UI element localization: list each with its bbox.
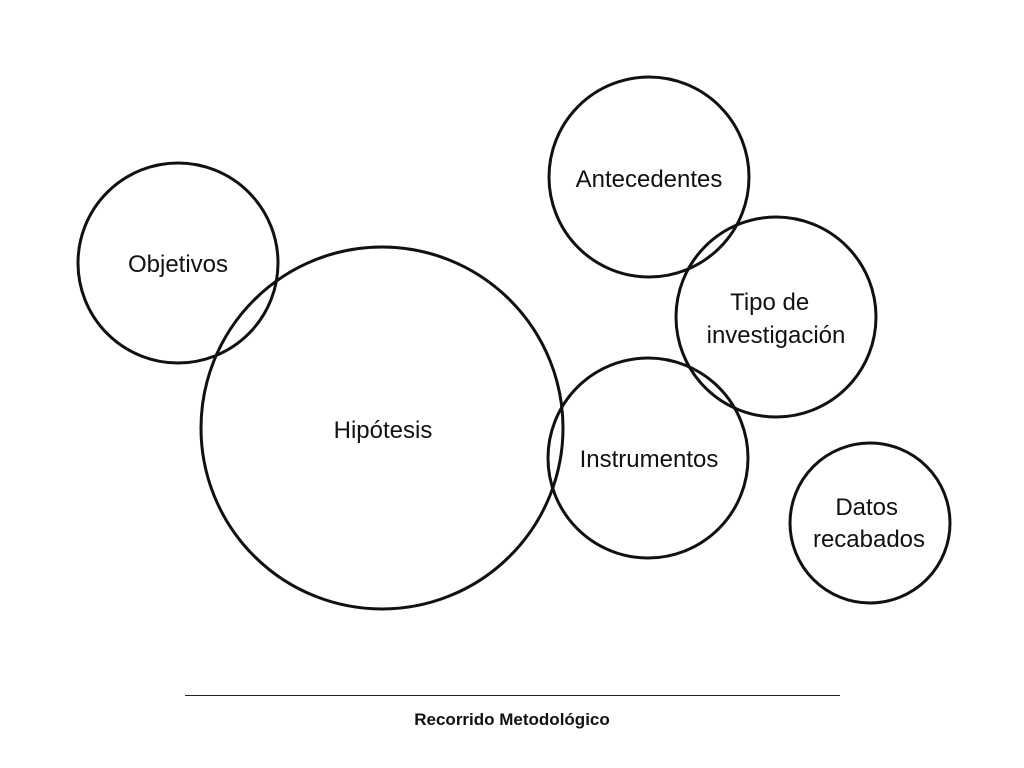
- label-tipo-investigacion-line-2: investigación: [707, 322, 846, 349]
- label-instrumentos-line-1: Instrumentos: [580, 446, 719, 473]
- label-datos-recabados-line-2: recabados: [813, 526, 925, 553]
- footer-title: Recorrido Metodológico: [414, 710, 610, 729]
- label-antecedentes-line-1: Antecedentes: [576, 166, 723, 193]
- label-tipo-investigacion-line-1: Tipo de: [730, 289, 809, 316]
- label-datos-recabados: Datos recabados: [813, 494, 925, 553]
- bubble-antecedentes: [547, 75, 751, 279]
- label-antecedentes: Antecedentes: [576, 166, 723, 193]
- bubble-instrumentos: [546, 356, 750, 560]
- label-instrumentos: Instrumentos: [580, 446, 719, 473]
- bubble-datos-recabados: [788, 441, 952, 605]
- label-tipo-investigacion: Tipo de investigación: [707, 289, 846, 349]
- bubble-objetivos: [76, 161, 280, 365]
- footer-divider: [185, 695, 840, 696]
- label-objetivos-line-1: Objetivos: [128, 251, 228, 278]
- label-hipotesis-line-1: Hipótesis: [334, 417, 433, 444]
- label-objetivos: Objetivos: [128, 251, 228, 278]
- bubble-tipo-investigacion: [674, 215, 878, 419]
- label-datos-recabados-line-1: Datos: [835, 494, 898, 521]
- label-hipotesis: Hipótesis: [334, 417, 433, 444]
- bubble-hipotesis: [199, 245, 565, 611]
